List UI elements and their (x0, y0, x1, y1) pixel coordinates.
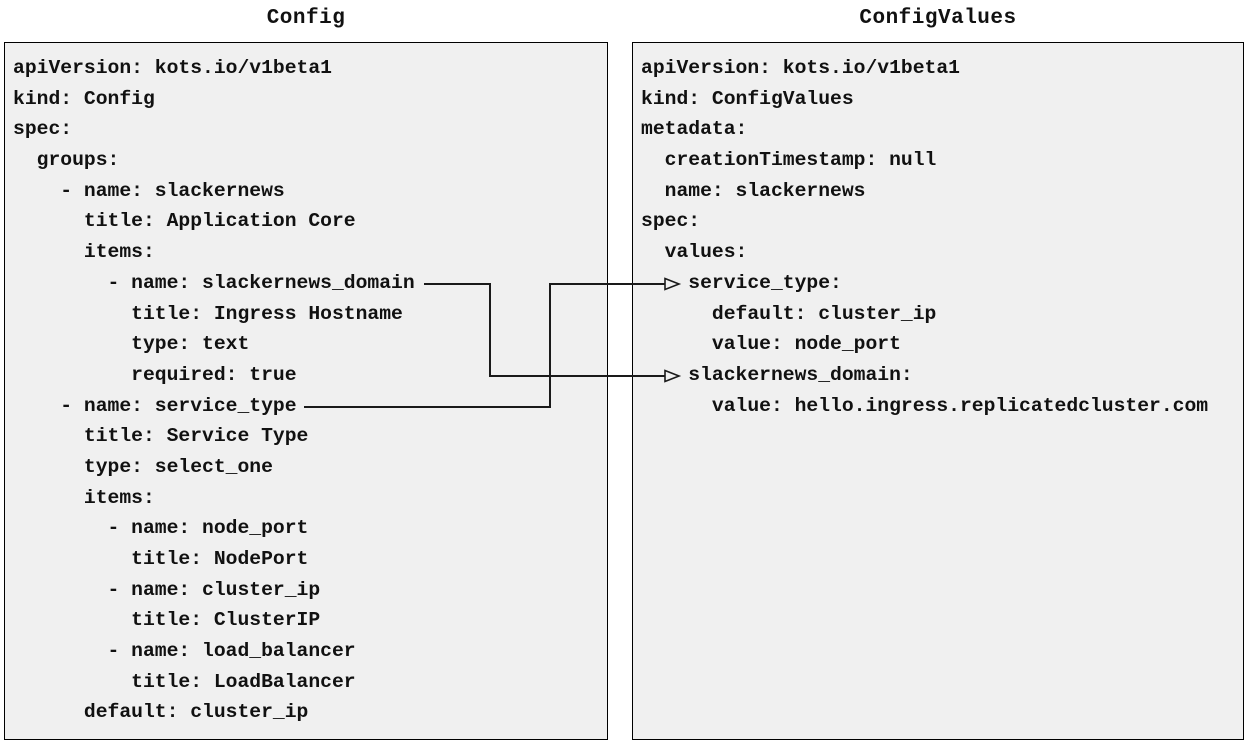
code-line: spec: (641, 210, 701, 233)
code-line: title: LoadBalancer (13, 670, 356, 693)
configvalues-panel: apiVersion: kots.io/v1beta1 kind: ConfigV… (632, 42, 1244, 740)
code-line: items: (13, 241, 155, 264)
code-line: - name: node_port (13, 517, 309, 540)
config-panel: apiVersion: kots.io/v1beta1 kind: Config s… (4, 42, 608, 740)
code-line: slackernews_domain: (641, 363, 913, 386)
code-line: title: Ingress Hostname (13, 302, 403, 325)
code-line: values: (641, 241, 748, 264)
code-line: type: select_one (13, 455, 273, 478)
code-line: groups: (13, 149, 120, 172)
code-line: kind: ConfigValues (641, 87, 854, 110)
code-line: title: NodePort (13, 548, 309, 570)
code-line: - name: load_balancer (13, 640, 356, 663)
code-line: type: text (13, 333, 250, 356)
code-line: spec: (13, 118, 73, 141)
code-line: title: Application Core (13, 210, 356, 233)
code-line: apiVersion: kots.io/v1beta1 (13, 57, 332, 79)
config-panel-title: Config (266, 7, 346, 30)
code-line: creationTimestamp: null (641, 149, 937, 172)
code-line: default: cluster_ip (641, 302, 937, 325)
code-line: value: hello.ingress.replicatedcluster.c… (641, 394, 1209, 417)
code-line: metadata: (641, 118, 748, 141)
code-line: kind: Config (13, 87, 155, 110)
code-line: required: true (13, 363, 297, 386)
code-line: apiVersion: kots.io/v1beta1 (641, 57, 960, 79)
code-line: title: Service Type (13, 425, 309, 448)
code-line: default: cluster_ip (13, 701, 309, 724)
code-line: - name: service_type (13, 394, 297, 417)
code-line: title: ClusterIP (13, 609, 321, 632)
code-line: service_type: (641, 271, 842, 294)
code-line: - name: slackernews_domain (13, 271, 415, 294)
config-yaml-code: apiVersion: kots.io/v1beta1 kind: Config s… (5, 43, 607, 728)
code-line: - name: cluster_ip (13, 578, 321, 601)
code-line: value: node_port (641, 333, 901, 356)
configvalues-yaml-code: apiVersion: kots.io/v1beta1 kind: ConfigV… (633, 43, 1243, 421)
code-line: name: slackernews (641, 179, 866, 202)
configvalues-panel-title: ConfigValues (859, 7, 1017, 30)
code-line: - name: slackernews (13, 179, 285, 202)
code-line: items: (13, 486, 155, 509)
